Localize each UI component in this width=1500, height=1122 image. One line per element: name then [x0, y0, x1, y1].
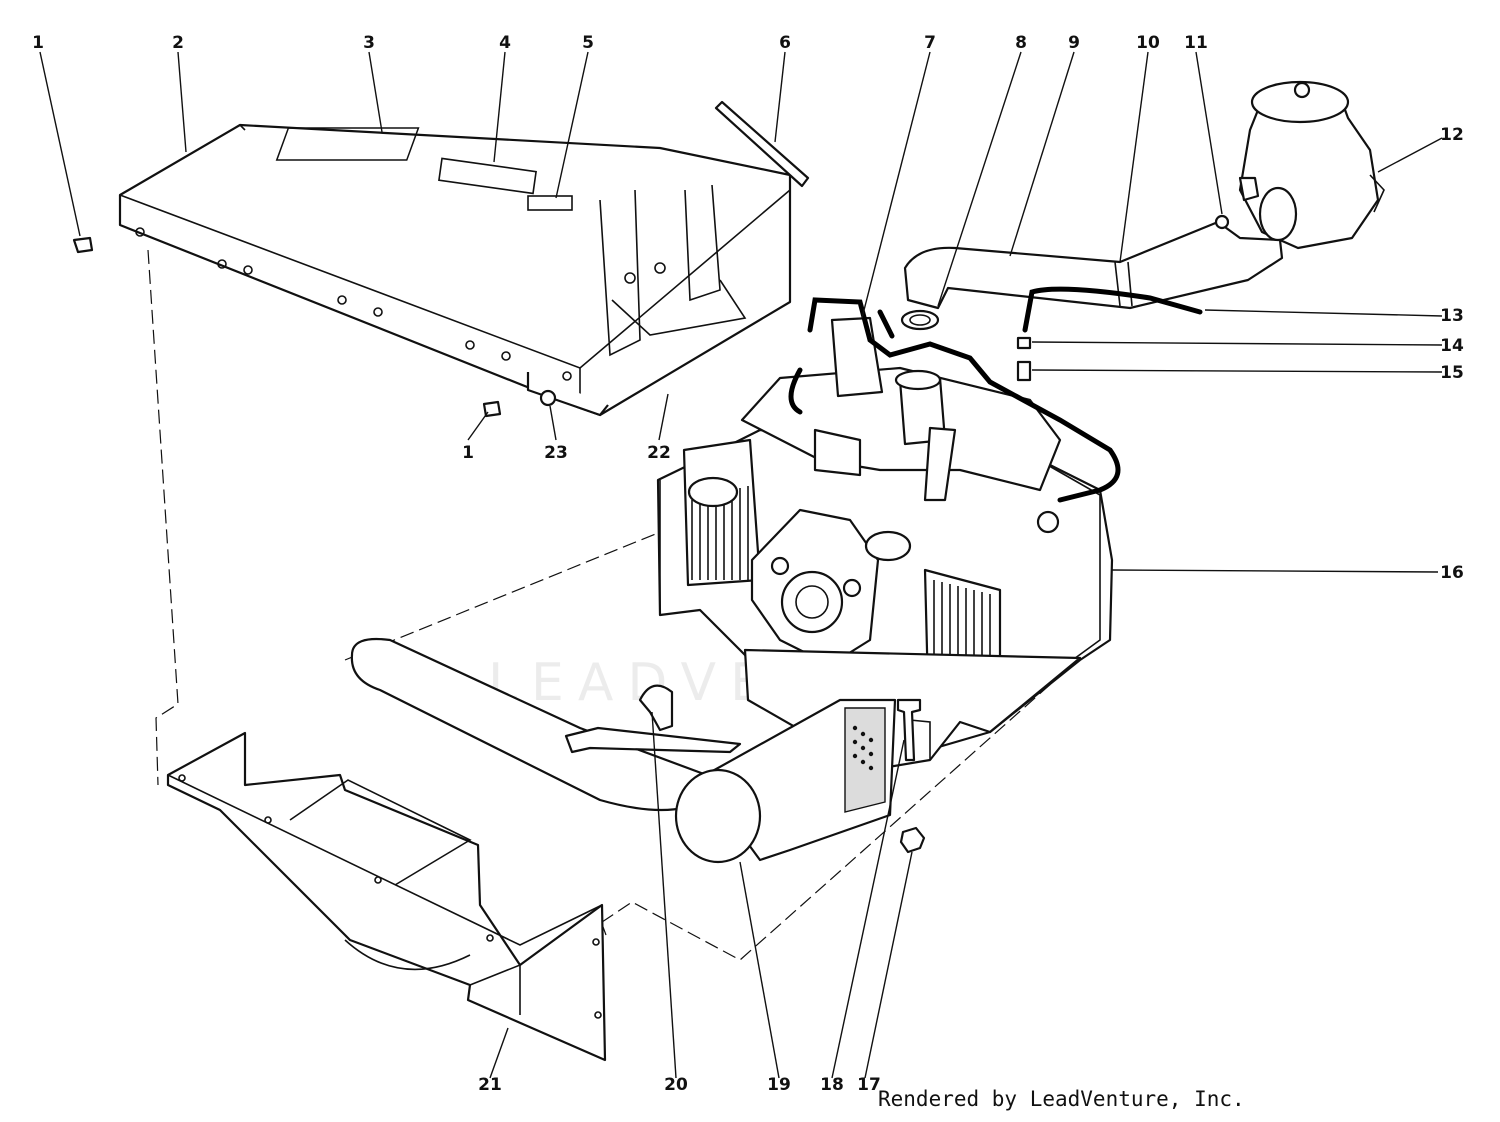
callout-23: 23 — [544, 443, 568, 463]
callout-16: 16 — [1440, 563, 1464, 583]
callout-6: 6 — [779, 33, 791, 53]
callout-9: 9 — [1068, 33, 1080, 53]
callout-numbers: 1 2 3 4 5 6 7 8 9 10 11 12 13 14 15 16 1… — [32, 33, 1464, 1095]
part-cylinder-fins-left — [682, 438, 762, 587]
callout-14: 14 — [1440, 336, 1464, 356]
callout-11: 11 — [1184, 33, 1208, 53]
part-air-duct-hose — [903, 220, 1284, 310]
part-screws — [72, 236, 502, 418]
callout-8: 8 — [1015, 33, 1027, 53]
part-top-shroud — [118, 123, 792, 417]
part-nut — [899, 826, 926, 854]
part-fuel-line — [788, 286, 1203, 503]
part-bolt — [896, 698, 922, 762]
callout-10: 10 — [1136, 33, 1160, 53]
part-fuel-fittings — [1016, 214, 1230, 382]
part-muffler — [350, 637, 897, 864]
callout-22: 22 — [647, 443, 671, 463]
callout-5: 5 — [582, 33, 594, 53]
callout-2: 2 — [172, 33, 184, 53]
callout-21: 21 — [478, 1075, 502, 1095]
callout-18: 18 — [820, 1075, 844, 1095]
credit-text: Rendered by LeadVenture, Inc. — [878, 1087, 1245, 1111]
part-muffler-clamp — [638, 684, 674, 732]
callout-17: 17 — [857, 1075, 881, 1095]
part-bracket-rod — [714, 100, 810, 188]
part-flywheel-housing — [750, 508, 1060, 667]
callout-13: 13 — [1440, 306, 1464, 326]
callout-20: 20 — [664, 1075, 688, 1095]
callout-19: 19 — [767, 1075, 791, 1095]
part-hose-clamp — [900, 309, 940, 331]
callout-15: 15 — [1440, 363, 1464, 383]
leader-lines — [39, 51, 1443, 1079]
callout-1-middle: 1 — [462, 443, 474, 463]
part-air-cleaner — [1238, 80, 1385, 250]
callout-7: 7 — [924, 33, 936, 53]
callout-1-top: 1 — [32, 33, 44, 53]
callout-12: 12 — [1440, 125, 1464, 145]
part-shroud-flange — [526, 372, 609, 417]
callout-3: 3 — [363, 33, 375, 53]
part-lower-shroud — [166, 731, 607, 1062]
callout-4: 4 — [499, 33, 511, 53]
part-intake-manifold — [740, 316, 1062, 502]
